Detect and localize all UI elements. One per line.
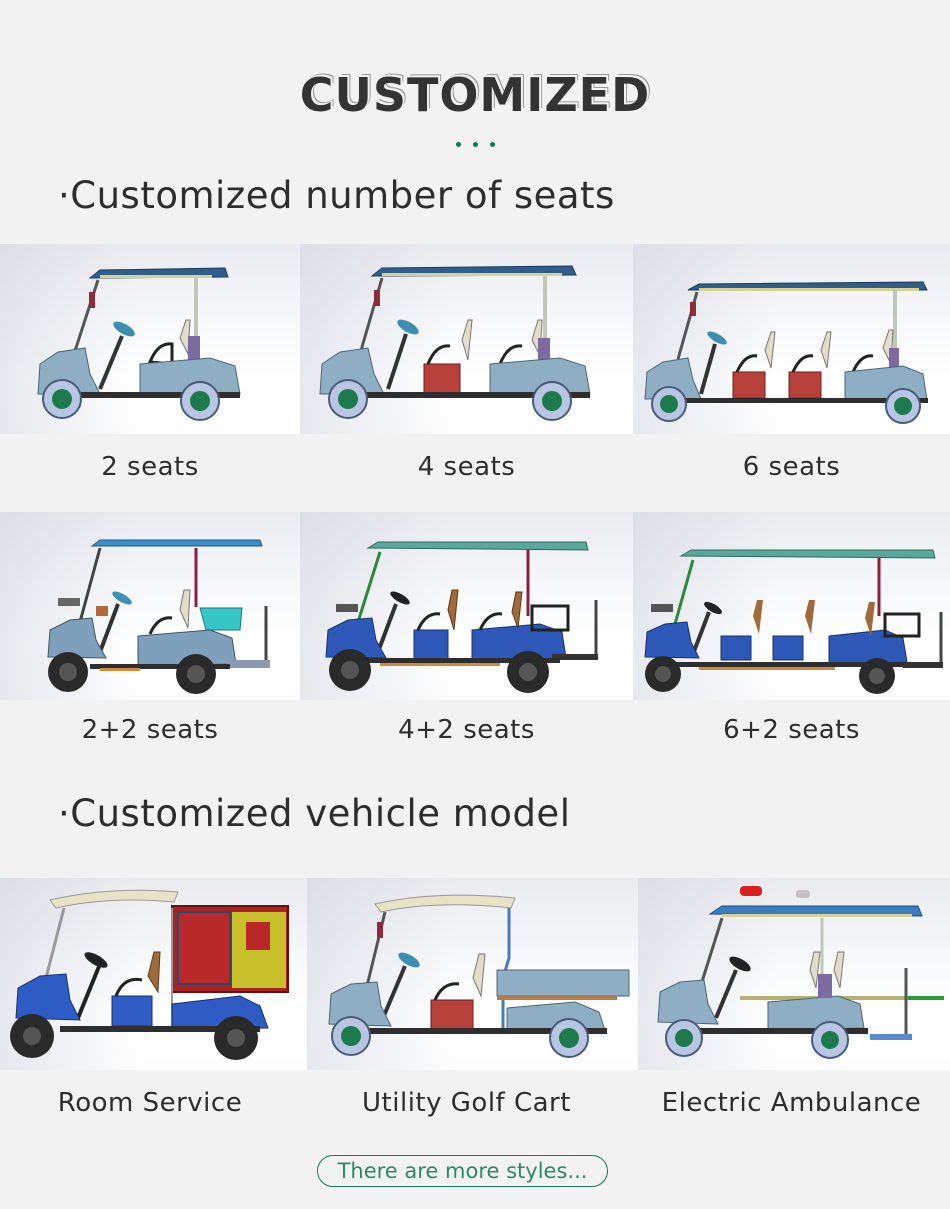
- cart-image-electric-ambulance[interactable]: [638, 878, 950, 1070]
- label-utility-golf-cart: Utility Golf Cart: [362, 1088, 571, 1118]
- cart-image-4-seats[interactable]: [300, 244, 633, 434]
- room-service-cart-illustration: [10, 889, 289, 1060]
- label-room-service: Room Service: [57, 1088, 243, 1118]
- cart-image-6-plus-2-seats[interactable]: [633, 512, 950, 700]
- golf-cart-6-seats-illustration: [644, 281, 928, 424]
- title-dots-divider: [0, 142, 950, 147]
- golf-cart-2-seats-illustration: [37, 267, 241, 421]
- label-4-plus-2-seats: 4+2 seats: [398, 715, 535, 745]
- golf-cart-6-plus-2-seats-illustration: [644, 549, 943, 694]
- cart-image-6-seats[interactable]: [633, 244, 950, 434]
- page-title: CUSTOMIZED: [299, 68, 651, 122]
- label-electric-ambulance: Electric Ambulance: [661, 1088, 922, 1118]
- label-6-plus-2-seats: 6+2 seats: [723, 715, 860, 745]
- electric-ambulance-cart-illustration: [657, 886, 944, 1059]
- more-styles-button[interactable]: There are more styles...: [317, 1155, 608, 1187]
- label-4-seats: 4 seats: [417, 452, 516, 482]
- emergency-beacon-icon: [740, 886, 762, 896]
- golf-cart-4-plus-2-seats-illustration: [325, 541, 598, 693]
- model-section-title: ·Customized vehicle model: [58, 792, 571, 835]
- cart-image-4-plus-2-seats[interactable]: [300, 512, 633, 700]
- label-2-plus-2-seats: 2+2 seats: [81, 715, 219, 745]
- cart-image-utility-golf-cart[interactable]: [307, 878, 638, 1070]
- cart-image-2-seats[interactable]: [0, 244, 300, 434]
- label-2-seats: 2 seats: [101, 452, 199, 482]
- golf-cart-2-plus-2-seats-illustration: [47, 539, 270, 694]
- seats-section-title: ·Customized number of seats: [58, 174, 615, 217]
- cart-image-2-plus-2-seats[interactable]: [0, 512, 300, 700]
- golf-cart-4-seats-illustration: [319, 265, 591, 421]
- label-6-seats: 6 seats: [742, 452, 841, 482]
- utility-golf-cart-illustration: [328, 894, 630, 1058]
- cart-image-room-service[interactable]: [0, 878, 307, 1070]
